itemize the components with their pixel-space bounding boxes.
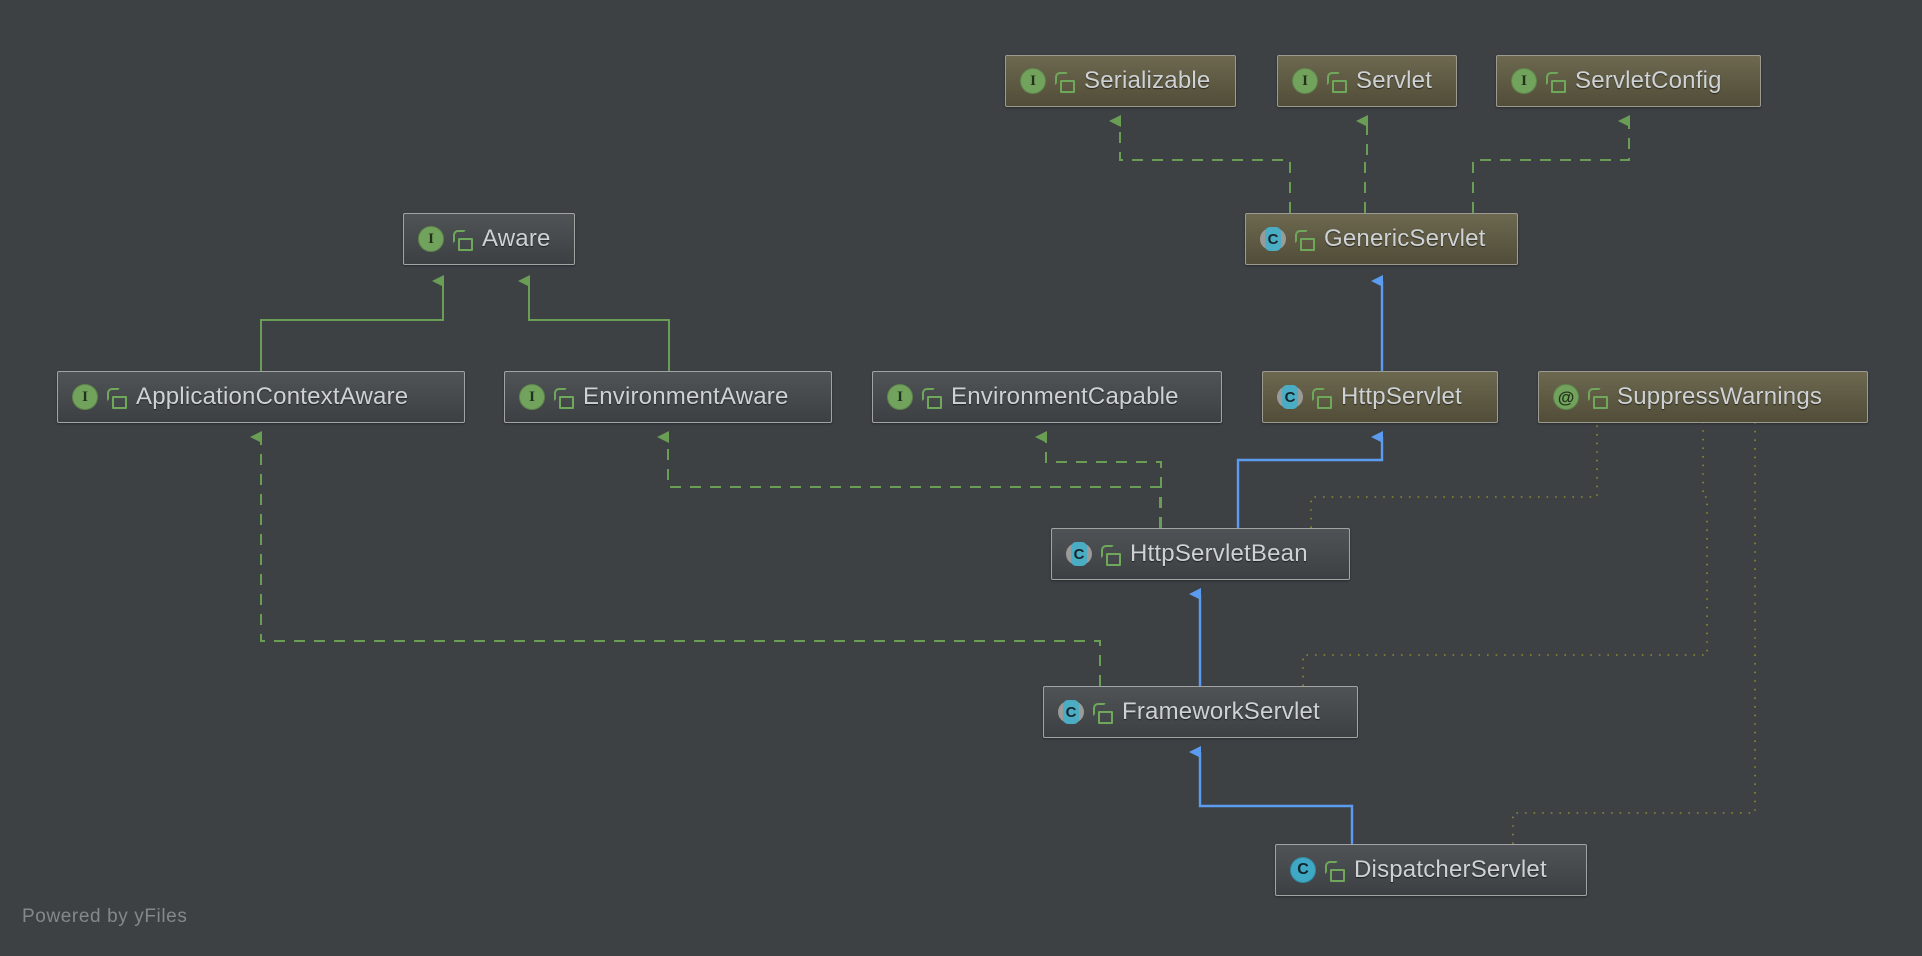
node-label: ServletConfig: [1575, 67, 1722, 94]
annotation-icon: @: [1553, 384, 1579, 410]
node-dispatcherservlet[interactable]: C DispatcherServlet: [1275, 844, 1587, 896]
node-label: Servlet: [1356, 67, 1433, 94]
interface-icon: I: [1292, 68, 1318, 94]
public-padlock-icon: [1545, 71, 1566, 93]
public-padlock-icon: [1092, 702, 1113, 724]
node-label: HttpServlet: [1341, 383, 1462, 410]
public-padlock-icon: [452, 229, 473, 251]
node-environmentcapable[interactable]: I EnvironmentCapable: [872, 371, 1222, 423]
node-label: FrameworkServlet: [1122, 698, 1320, 725]
abstract-class-icon: C: [1066, 541, 1092, 567]
public-padlock-icon: [1294, 229, 1315, 251]
public-padlock-icon: [1324, 860, 1345, 882]
yfiles-watermark: Powered by yFiles: [22, 906, 188, 927]
public-padlock-icon: [1326, 71, 1347, 93]
node-servlet[interactable]: I Servlet: [1277, 55, 1457, 107]
node-label: SuppressWarnings: [1617, 383, 1823, 410]
public-padlock-icon: [1100, 544, 1121, 566]
interface-icon: I: [72, 384, 98, 410]
interface-icon: I: [1511, 68, 1537, 94]
node-httpservlet[interactable]: C HttpServlet: [1262, 371, 1498, 423]
interface-icon: I: [519, 384, 545, 410]
node-label: EnvironmentAware: [583, 383, 789, 410]
abstract-class-icon: C: [1277, 384, 1303, 410]
node-frameworkservlet[interactable]: C FrameworkServlet: [1043, 686, 1358, 738]
public-padlock-icon: [1054, 71, 1075, 93]
node-serializable[interactable]: I Serializable: [1005, 55, 1236, 107]
node-label: ApplicationContextAware: [136, 383, 409, 410]
node-label: DispatcherServlet: [1354, 856, 1547, 883]
node-httpservletbean[interactable]: C HttpServletBean: [1051, 528, 1350, 580]
public-padlock-icon: [553, 387, 574, 409]
interface-icon: I: [887, 384, 913, 410]
node-label: HttpServletBean: [1130, 540, 1308, 567]
node-applicationcontextaware[interactable]: I ApplicationContextAware: [57, 371, 465, 423]
node-servletconfig[interactable]: I ServletConfig: [1496, 55, 1761, 107]
node-genericservlet[interactable]: C GenericServlet: [1245, 213, 1518, 265]
public-padlock-icon: [1587, 387, 1608, 409]
public-padlock-icon: [106, 387, 127, 409]
interface-icon: I: [1020, 68, 1046, 94]
abstract-class-icon: C: [1260, 226, 1286, 252]
node-label: Aware: [482, 225, 551, 252]
public-padlock-icon: [1311, 387, 1332, 409]
public-padlock-icon: [921, 387, 942, 409]
node-label: GenericServlet: [1324, 225, 1486, 252]
node-suppresswarnings[interactable]: @ SuppressWarnings: [1538, 371, 1868, 423]
node-label: EnvironmentCapable: [951, 383, 1179, 410]
node-aware[interactable]: I Aware: [403, 213, 575, 265]
class-icon: C: [1290, 857, 1316, 883]
interface-icon: I: [418, 226, 444, 252]
node-environmentaware[interactable]: I EnvironmentAware: [504, 371, 832, 423]
node-label: Serializable: [1084, 67, 1211, 94]
abstract-class-icon: C: [1058, 699, 1084, 725]
